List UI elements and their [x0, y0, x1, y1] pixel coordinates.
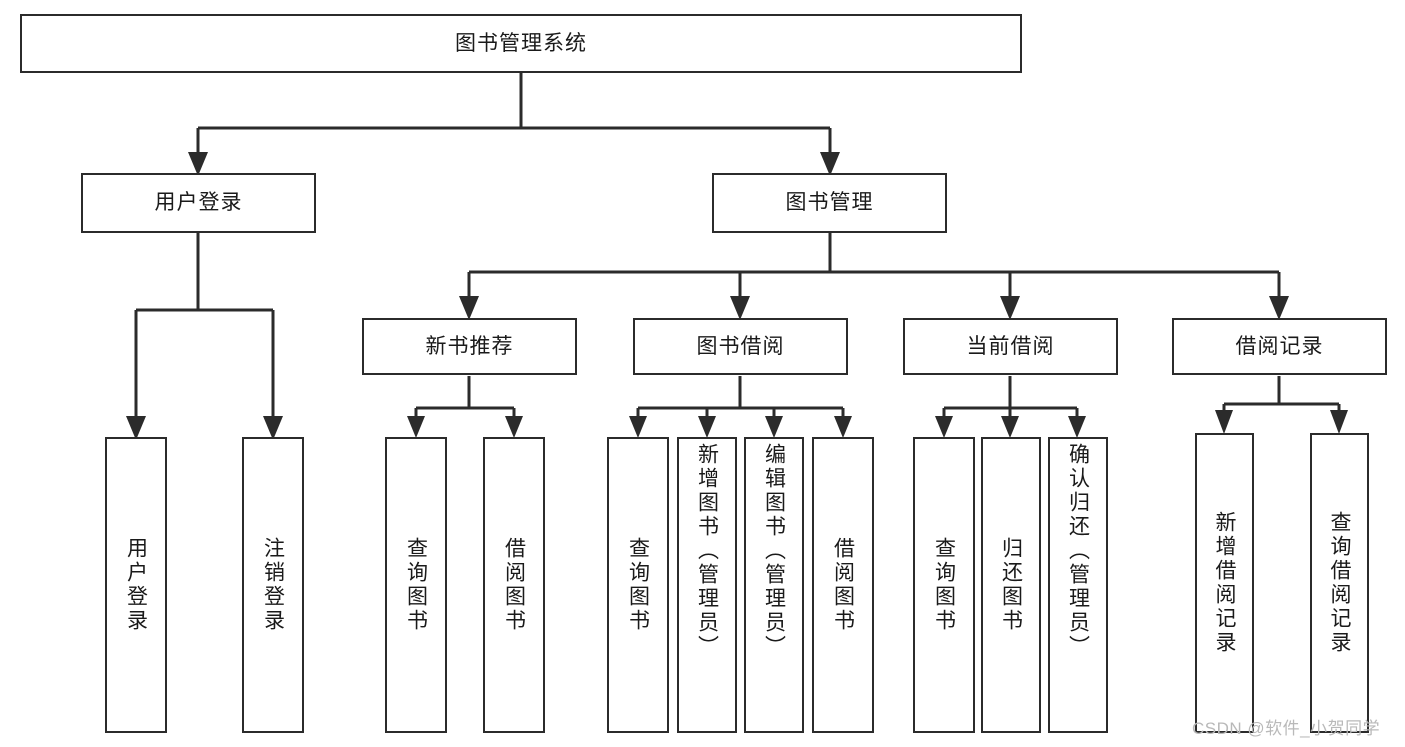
node-leaf-user-login-label: 用户登录: [124, 537, 148, 633]
node-borrow-record-label: 借阅记录: [1235, 334, 1324, 358]
arrowhead-book-borrow: [730, 296, 750, 320]
node-current-borrow[interactable]: 当前借阅: [903, 318, 1118, 375]
node-user-login[interactable]: 用户登录: [81, 173, 316, 233]
node-leaf-query-book-1[interactable]: 查询图书: [385, 437, 447, 733]
node-leaf-query-book-3[interactable]: 查询图书: [913, 437, 975, 733]
arrowhead-leaf-confirm-return: [1068, 416, 1086, 438]
arrowhead-leaf-query-record: [1330, 410, 1348, 434]
csdn-watermark: CSDN @软件_小贺同学: [1192, 719, 1381, 738]
node-leaf-query-record-label: 查询借阅记录: [1328, 511, 1351, 655]
node-leaf-borrow-book-1[interactable]: 借阅图书: [483, 437, 545, 733]
node-leaf-add-record-label: 新增借阅记录: [1213, 511, 1236, 655]
node-leaf-confirm-return-label: 确认归还（管理员）: [1066, 443, 1090, 659]
node-leaf-query-record[interactable]: 查询借阅记录: [1310, 433, 1369, 733]
arrowhead-borrow-record: [1269, 296, 1289, 320]
node-leaf-query-book-3-label: 查询图书: [932, 537, 956, 633]
arrowhead-leaf-add-book: [698, 416, 716, 438]
node-leaf-return-book-label: 归还图书: [999, 537, 1023, 633]
node-leaf-borrow-book-2-label: 借阅图书: [831, 537, 855, 633]
arrowhead-current-borrow: [1000, 296, 1020, 320]
node-leaf-borrow-book-1-label: 借阅图书: [502, 537, 526, 633]
node-current-borrow-label: 当前借阅: [966, 334, 1055, 358]
arrowhead-leaf-query-book-3: [935, 416, 953, 438]
node-root[interactable]: 图书管理系统: [20, 14, 1022, 73]
node-root-label: 图书管理系统: [455, 31, 587, 55]
node-user-login-label: 用户登录: [154, 191, 243, 215]
arrowhead-new-book-recommend: [459, 296, 479, 320]
arrowhead-leaf-edit-book: [765, 416, 783, 438]
node-leaf-borrow-book-2[interactable]: 借阅图书: [812, 437, 874, 733]
node-leaf-user-logout-label: 注销登录: [261, 537, 285, 633]
node-book-borrow-label: 图书借阅: [696, 334, 785, 358]
node-leaf-user-logout[interactable]: 注销登录: [242, 437, 304, 733]
arrowhead-leaf-borrow-book-1: [505, 416, 523, 438]
node-leaf-add-book[interactable]: 新增图书（管理员）: [677, 437, 737, 733]
node-leaf-return-book[interactable]: 归还图书: [981, 437, 1041, 733]
arrowhead-leaf-query-book-2: [629, 416, 647, 438]
node-leaf-user-login[interactable]: 用户登录: [105, 437, 167, 733]
node-leaf-query-book-1-label: 查询图书: [404, 537, 428, 633]
node-leaf-add-record[interactable]: 新增借阅记录: [1195, 433, 1254, 733]
node-leaf-query-book-2-label: 查询图书: [626, 537, 650, 633]
node-leaf-confirm-return[interactable]: 确认归还（管理员）: [1048, 437, 1108, 733]
node-new-book-recommend-label: 新书推荐: [425, 334, 514, 358]
node-borrow-record[interactable]: 借阅记录: [1172, 318, 1387, 375]
arrowhead-leaf-add-record: [1215, 410, 1233, 434]
node-new-book-recommend[interactable]: 新书推荐: [362, 318, 577, 375]
arrowhead-leaf-borrow-book-2: [834, 416, 852, 438]
node-book-borrow[interactable]: 图书借阅: [633, 318, 848, 375]
node-book-manage-label: 图书管理: [785, 191, 874, 215]
node-leaf-edit-book-label: 编辑图书（管理员）: [762, 443, 786, 659]
node-leaf-add-book-label: 新增图书（管理员）: [695, 443, 719, 659]
arrowhead-leaf-return-book: [1001, 416, 1019, 438]
node-book-manage[interactable]: 图书管理: [712, 173, 947, 233]
node-leaf-edit-book[interactable]: 编辑图书（管理员）: [744, 437, 804, 733]
node-leaf-query-book-2[interactable]: 查询图书: [607, 437, 669, 733]
arrowhead-leaf-query-book-1: [407, 416, 425, 438]
